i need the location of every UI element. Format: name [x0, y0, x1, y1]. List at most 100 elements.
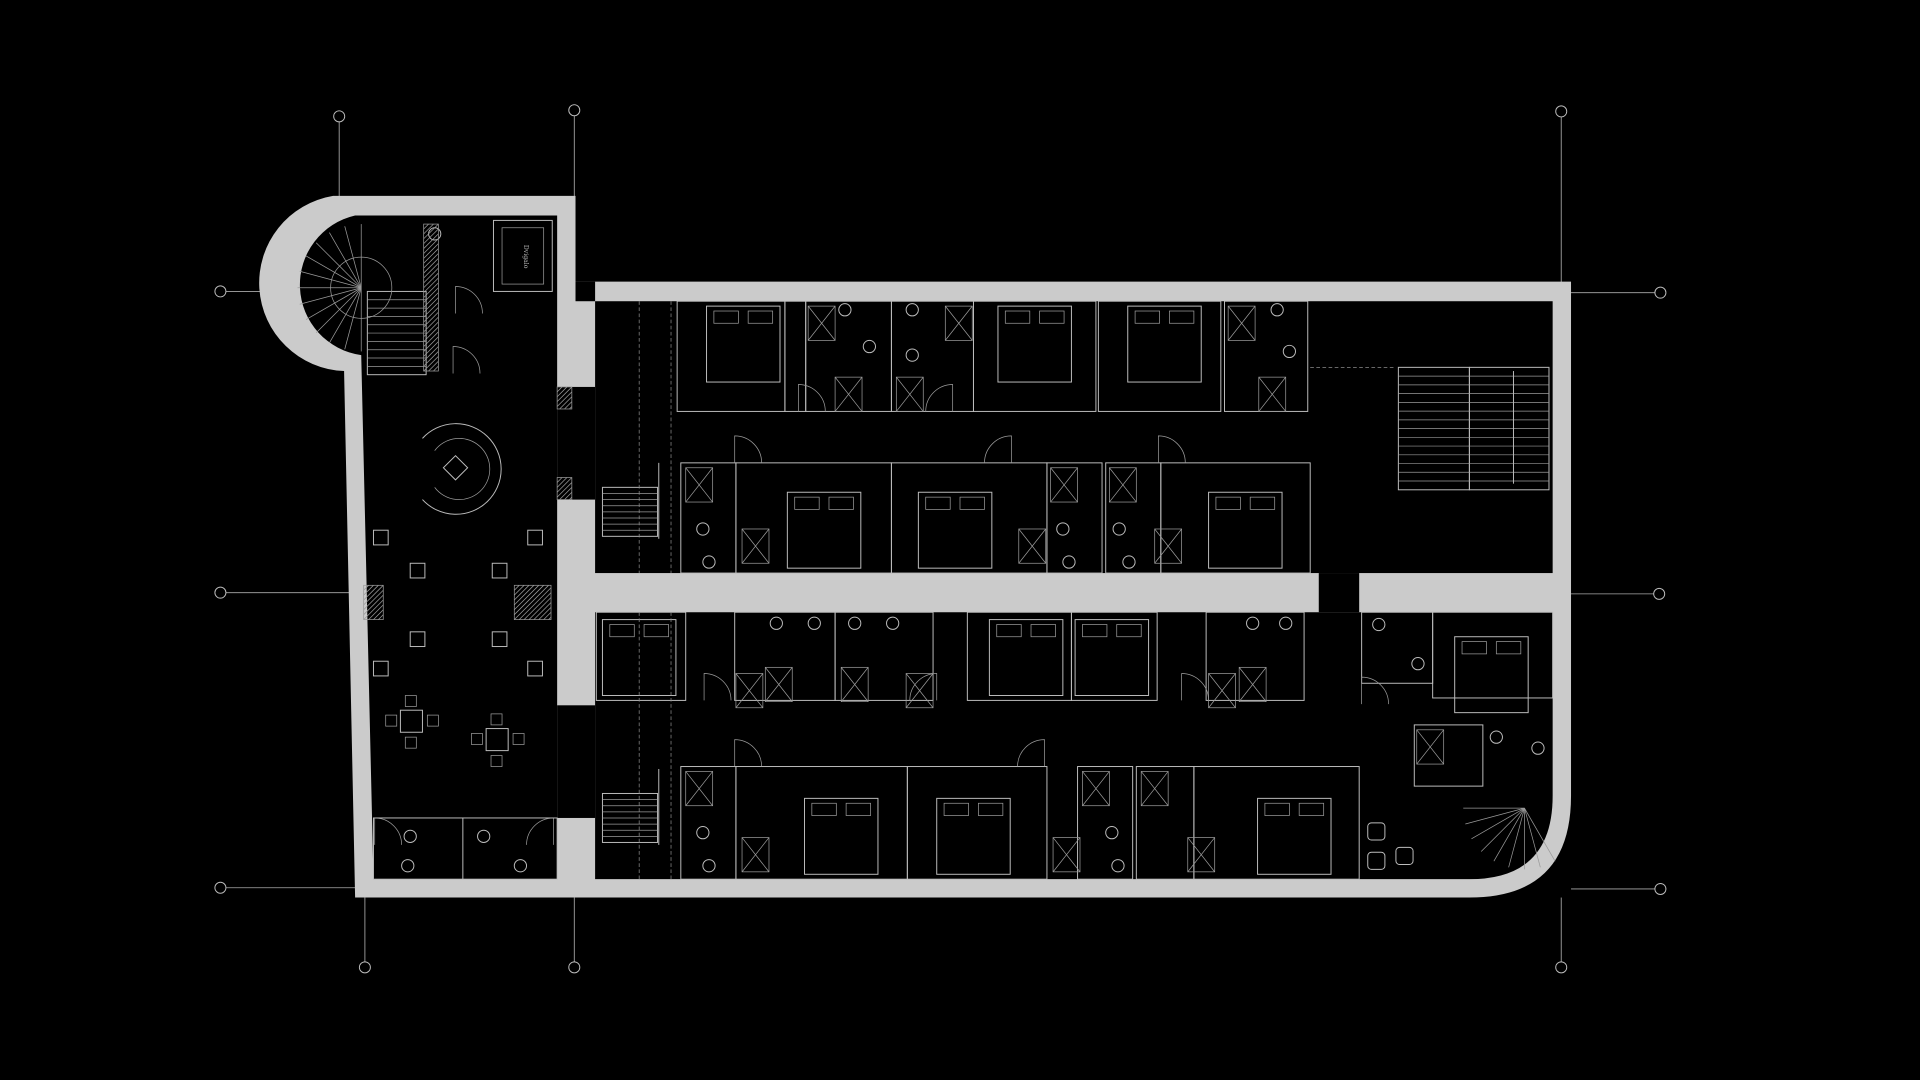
hatch-line [556, 391, 573, 407]
shower [685, 467, 714, 503]
shower-tray [807, 305, 836, 341]
shower-cross [1187, 837, 1215, 873]
pillow [1495, 641, 1522, 655]
shower [1154, 528, 1182, 564]
shower-cross [1154, 528, 1182, 564]
sanitary-fixture [905, 303, 919, 317]
shower-cross [840, 667, 869, 702]
door-swing [455, 286, 483, 314]
staircase-lower-wing [601, 792, 659, 843]
shower-tray [840, 666, 869, 702]
armchair [1367, 822, 1386, 841]
shower [1187, 837, 1216, 873]
pillow [1030, 624, 1056, 638]
bed [786, 491, 862, 569]
hatch-line [533, 602, 552, 620]
spiral-staircase-east [1463, 807, 1556, 870]
bed [706, 305, 781, 383]
bed-frame [1257, 797, 1332, 875]
bed-frame [1454, 636, 1529, 714]
reception-desk-inner [434, 438, 491, 500]
pillow [1215, 496, 1241, 510]
hatch-line [423, 336, 439, 352]
hatch-line [538, 607, 552, 620]
shower-tray [1154, 528, 1182, 564]
spiral-tread [344, 226, 362, 288]
sanitary-fixture [696, 826, 710, 840]
spiral-staircase [297, 224, 393, 352]
pillow [1004, 310, 1031, 324]
shower-cross [741, 528, 770, 564]
sanitary-fixture [477, 829, 491, 843]
grid-bubble [214, 881, 227, 894]
hatch-line [423, 331, 439, 347]
hatch-line [423, 223, 439, 240]
sanitary-fixture [1062, 555, 1076, 569]
shower-cross [1208, 673, 1236, 708]
shower-tray [834, 376, 863, 412]
spiral-tread [329, 232, 362, 288]
hatch-line [363, 594, 384, 615]
hatch-line [423, 238, 439, 254]
passage-lower [557, 705, 596, 818]
hatch-line [423, 223, 434, 235]
shower-tray [1050, 467, 1078, 503]
sanitary-fixture [401, 859, 415, 873]
hatch-line [564, 491, 573, 500]
shower-cross [1050, 467, 1078, 503]
spiral-tread [299, 287, 362, 305]
hatch-line [423, 287, 439, 303]
pillow [828, 496, 854, 510]
hatch-line [363, 585, 374, 596]
shower [1082, 771, 1110, 807]
sanitary-fixture [905, 348, 919, 362]
hatch-line [423, 272, 439, 289]
hatch-line [423, 233, 439, 249]
shower-cross [735, 673, 764, 708]
reception-desk [422, 423, 502, 515]
room [1432, 611, 1554, 699]
hatch-line [514, 585, 530, 601]
shower-tray [1082, 771, 1110, 807]
interior-linework [297, 223, 1556, 880]
hatch-line [543, 611, 552, 620]
spiral-tread [305, 287, 362, 320]
hatch-line [373, 609, 384, 620]
bed-frame [1208, 491, 1283, 569]
sanitary-fixture [769, 616, 783, 630]
shower-tray [1018, 528, 1047, 564]
bed-frame [917, 491, 993, 569]
sanitary-fixture [807, 616, 821, 630]
shower-tray [1208, 673, 1236, 709]
table-top [485, 728, 509, 752]
pillow [794, 496, 820, 510]
bed [917, 491, 993, 569]
chair [404, 695, 417, 707]
hatch-line [423, 248, 439, 264]
reception-chair [442, 454, 469, 481]
room [1413, 724, 1484, 787]
hatch-line [423, 223, 429, 230]
pillow [996, 624, 1022, 638]
shower [1052, 837, 1081, 873]
hatch-line [378, 614, 384, 620]
hatch-line [363, 589, 384, 611]
shower-cross [1082, 771, 1110, 806]
sanitary-fixture [513, 859, 528, 873]
shower-cross [807, 305, 836, 341]
hatched-wall [556, 386, 573, 410]
shower [1208, 673, 1236, 709]
pillow [1134, 310, 1160, 324]
hatch-line [548, 616, 552, 620]
shower-tray [1416, 729, 1445, 765]
chair [404, 736, 417, 749]
door-swing [734, 739, 762, 767]
lounge-chair [527, 660, 543, 677]
door-swing [1181, 673, 1209, 701]
sanitary-fixture [1372, 617, 1386, 632]
chair [471, 733, 483, 745]
shower-tray [1140, 771, 1169, 807]
grid-bubble [1653, 587, 1666, 600]
bed-frame [997, 305, 1072, 383]
